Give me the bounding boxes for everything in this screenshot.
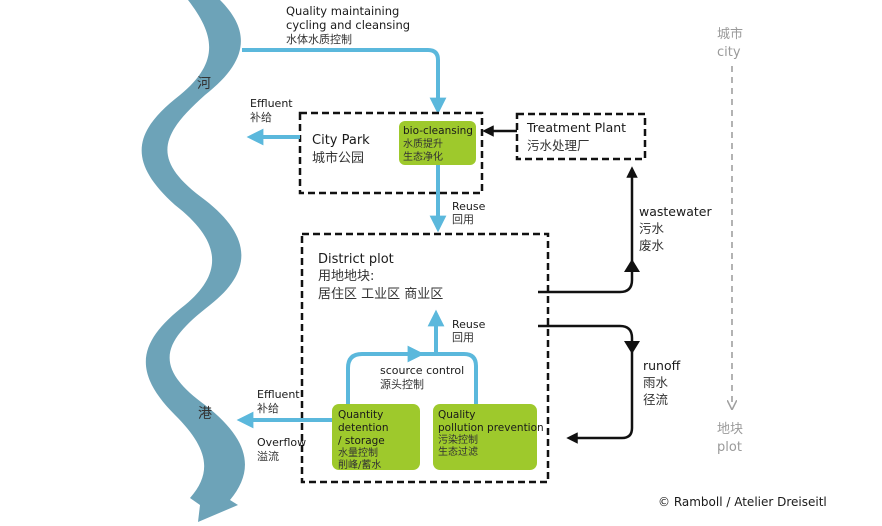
reuse-top-label-cn: 回用 — [452, 213, 474, 226]
river-label-top: 河 — [197, 76, 211, 92]
runoff-label-en: runoff — [643, 358, 681, 373]
reuse-inner-label-en: Reuse — [452, 318, 486, 331]
treatment-plant-label-en: Treatment Plant — [526, 120, 626, 135]
reuse-top-label-en: Reuse — [452, 200, 486, 213]
scale-top-en: city — [717, 45, 741, 60]
runoff-arrow — [538, 324, 634, 444]
quality-cycling-label-cn: 水体水质控制 — [286, 32, 352, 46]
wastewater-label-cn2: 废水 — [639, 238, 665, 253]
quality-cycling-label-en2: cycling and cleansing — [286, 18, 410, 32]
city-park-effluent-cn: 补给 — [250, 111, 272, 124]
treatment-plant-box — [515, 112, 647, 161]
treatment-plant-label-cn: 污水处理厂 — [527, 138, 590, 153]
overflow-en: Overflow — [257, 436, 306, 449]
district-plot-box — [300, 232, 550, 484]
quantity-label-cn2: 削峰/蓄水 — [338, 458, 381, 471]
bio-cleansing-label-cn2: 生态净化 — [403, 150, 443, 163]
wastewater-mid-arrowhead — [624, 259, 640, 272]
effluent-bottom-en: Effluent — [257, 388, 300, 401]
copyright: © Ramboll / Atelier Dreiseitl — [658, 495, 827, 509]
quantity-label-cn1: 水量控制 — [338, 446, 378, 459]
source-control-label-cn: 源头控制 — [380, 377, 424, 391]
scale-bottom-cn: 地块 — [717, 422, 743, 437]
scale-bottom-en: plot — [717, 440, 742, 455]
quality-label-en1: Quality — [438, 409, 476, 421]
city-park-label-cn: 城市公园 — [312, 150, 364, 166]
city-park-box — [298, 111, 484, 195]
quality-pollution-box — [433, 404, 537, 470]
runoff-label-cn2: 径流 — [643, 392, 669, 407]
reuse-inner-label-cn: 回用 — [452, 331, 474, 344]
district-plot-label-cn2: 居住区 工业区 商业区 — [318, 287, 443, 302]
quantity-label-en1: Quantity — [338, 409, 383, 421]
overflow-cn: 溢流 — [257, 449, 279, 463]
effluent-bottom-cn: 补给 — [257, 402, 279, 415]
runoff-label-cn1: 雨水 — [643, 375, 669, 390]
quantity-detention-box — [332, 404, 420, 470]
quality-label-cn2: 生态过滤 — [438, 445, 478, 458]
wastewater-label-cn1: 污水 — [639, 221, 665, 236]
district-plot-label-cn1: 用地地块: — [318, 269, 374, 284]
quality-cycling-arrow — [242, 48, 447, 115]
bio-cleansing-label-cn1: 水质提升 — [403, 138, 443, 150]
quality-label-en2: pollution prevention — [438, 422, 544, 434]
quantity-label-en2: detention — [338, 422, 388, 434]
quality-label-cn1: 污染控制 — [438, 433, 478, 446]
wastewater-label-en: wastewater — [639, 204, 712, 219]
source-control-label-en: scource control — [380, 364, 464, 377]
runoff-mid-arrowhead — [624, 341, 640, 354]
district-plot-label-en: District plot — [318, 252, 394, 267]
river-shape — [141, 0, 245, 522]
wastewater-arrow — [538, 166, 638, 294]
bio-cleansing-box — [399, 121, 476, 165]
river-label-bottom: 港 — [198, 406, 212, 422]
city-park-label-en: City Park — [312, 133, 370, 148]
bio-cleansing-label-en: bio-cleansing — [403, 125, 473, 137]
city-park-effluent-en: Effluent — [250, 97, 293, 110]
quality-cycling-label-en1: Quality maintaining — [286, 4, 399, 18]
quantity-label-en3: / storage — [338, 435, 385, 447]
scale-top-cn: 城市 — [717, 26, 743, 42]
